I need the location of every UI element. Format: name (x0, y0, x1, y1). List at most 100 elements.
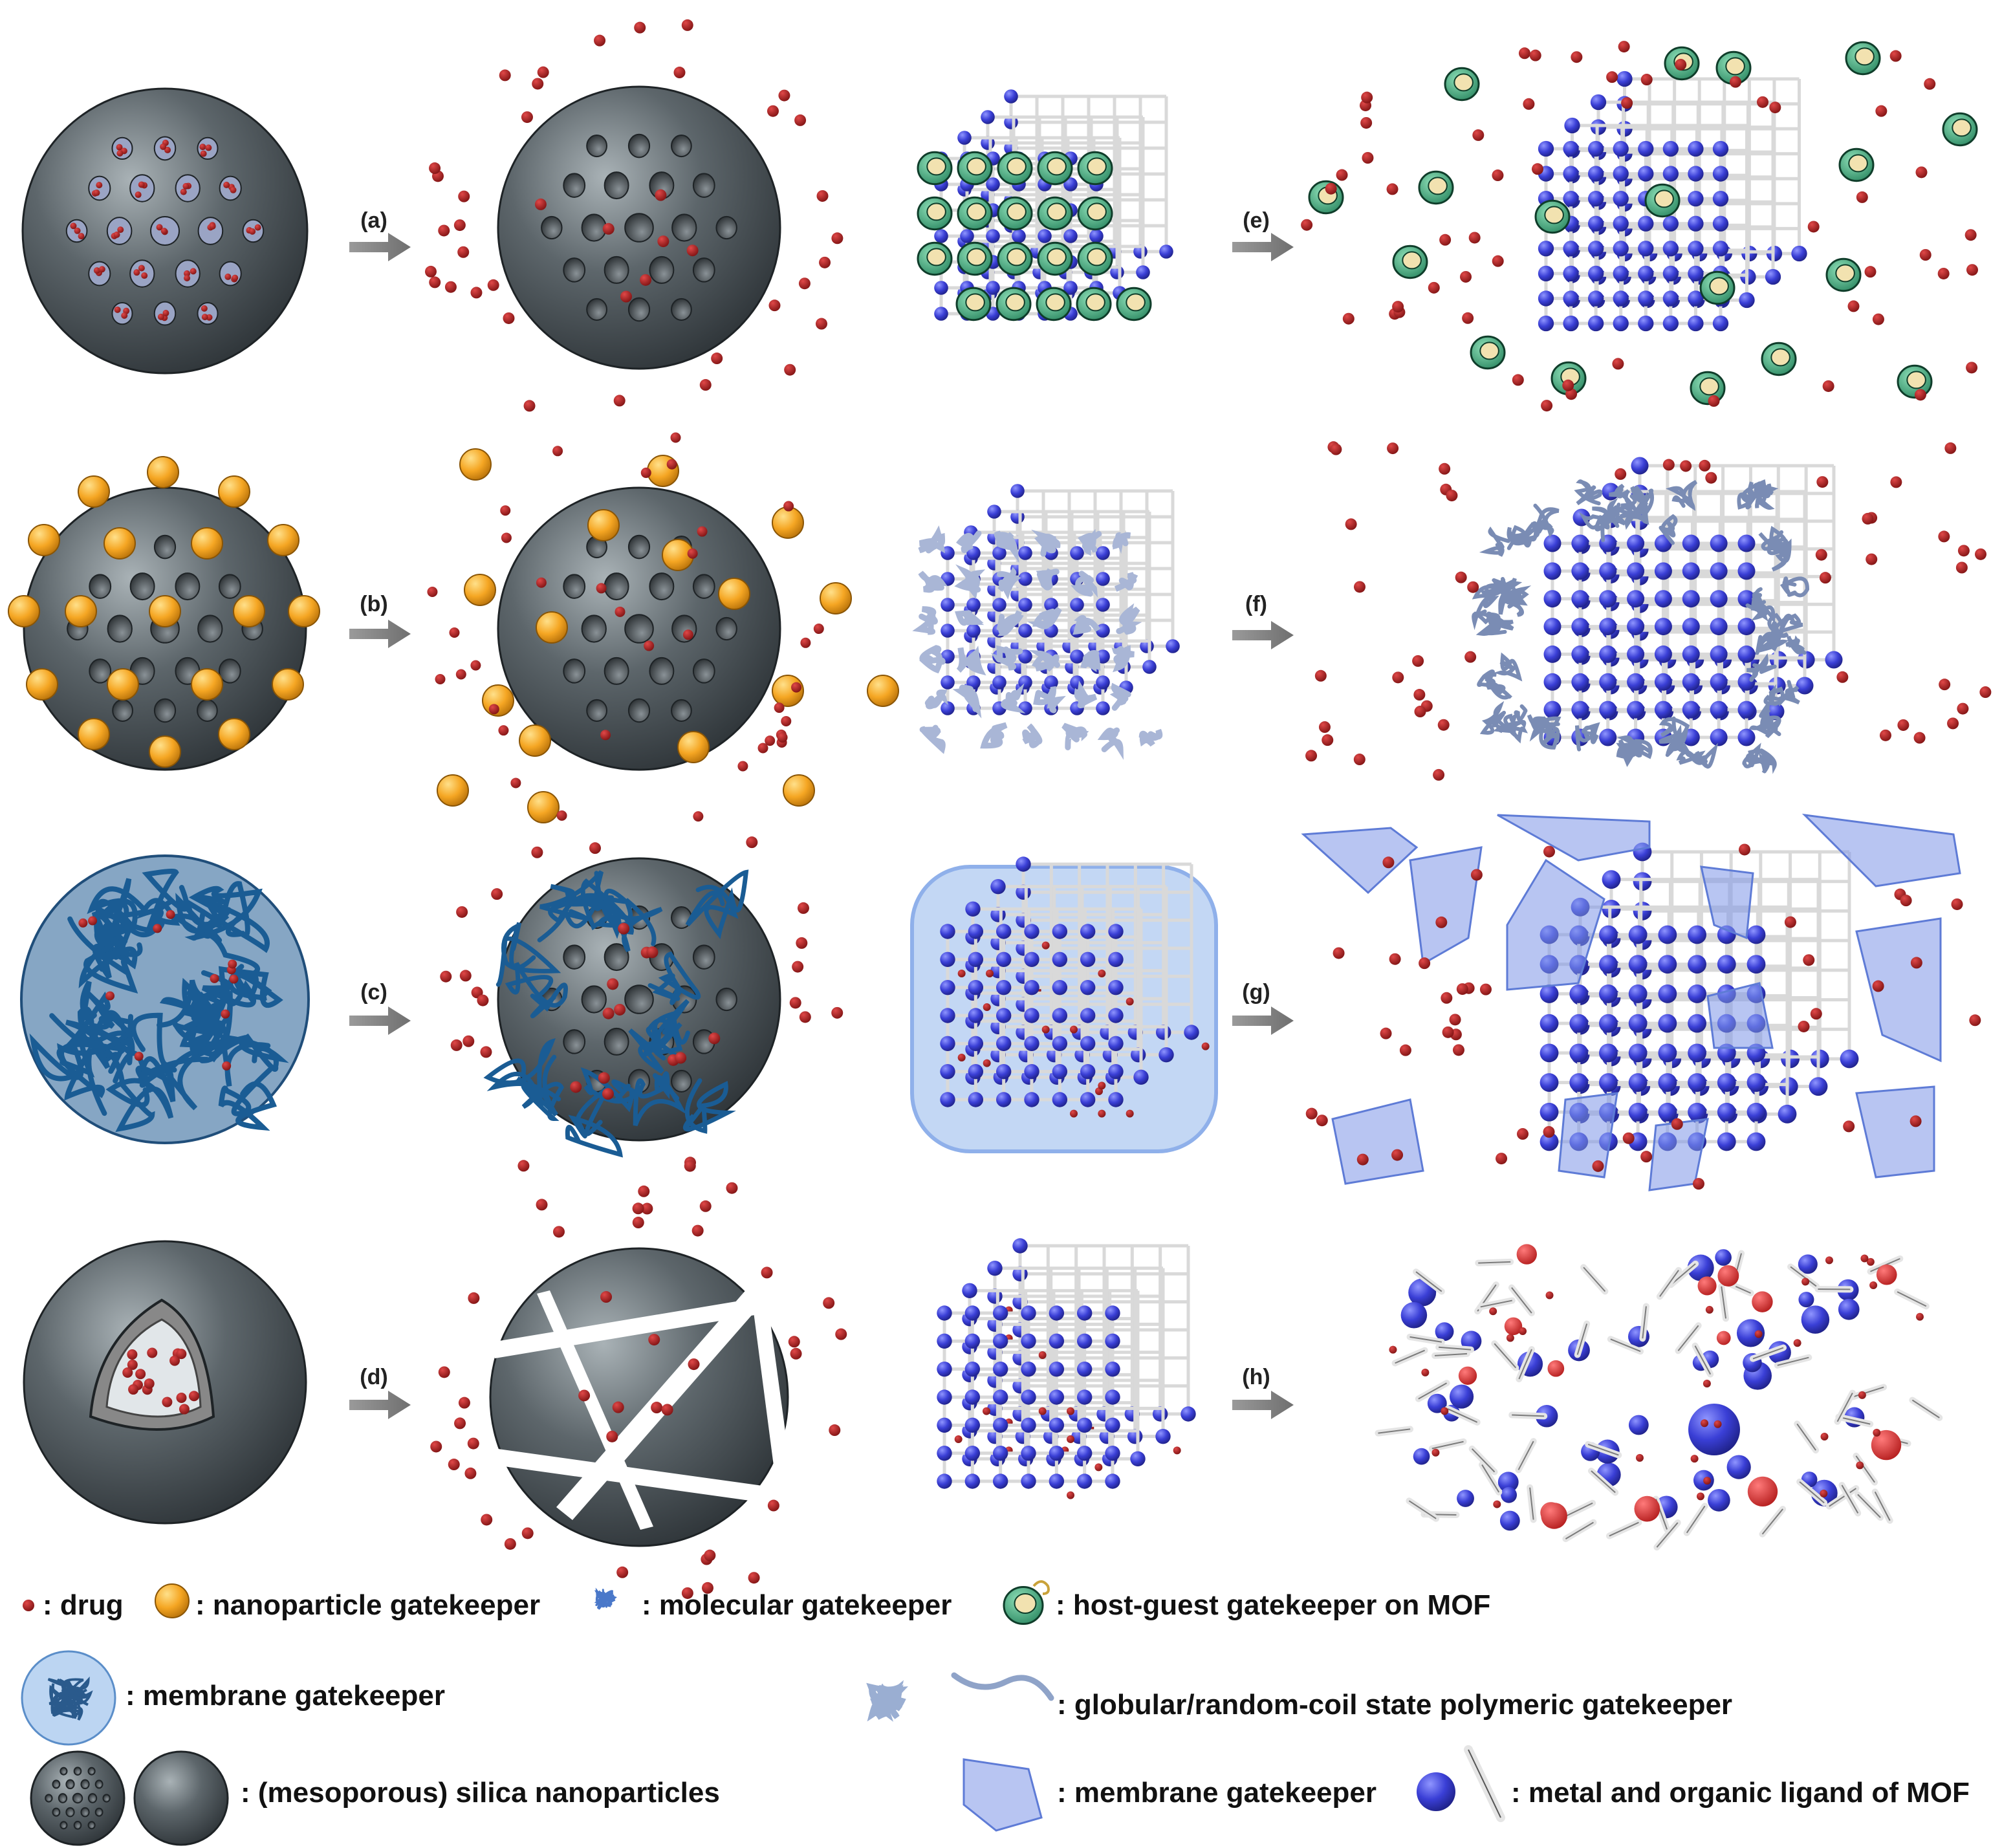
metal-node (1688, 1073, 1706, 1092)
drug-dot (1389, 953, 1401, 965)
metal-node (1181, 1406, 1196, 1422)
metal-node (1089, 229, 1104, 243)
polymer-chain (1109, 682, 1131, 711)
drug-dot (1592, 1160, 1604, 1172)
pore (715, 215, 737, 240)
metal-node (1710, 701, 1728, 719)
nanoparticle-gatekeeper (65, 595, 97, 627)
organic-ligand-edge (1481, 1464, 1500, 1493)
drug-dot (1914, 389, 1926, 401)
polymer-chain (1028, 649, 1060, 672)
polymer-chain (1613, 494, 1644, 522)
pore (107, 614, 133, 643)
drug-dot (424, 265, 437, 277)
drug-dot (98, 266, 105, 273)
drug-dot (1356, 1153, 1369, 1166)
row-b-silica-nanoparticle (8, 456, 320, 771)
polymer-chain (1616, 739, 1638, 767)
organic-ligand-edge (1415, 1271, 1442, 1292)
pore (627, 133, 651, 158)
polymer-chain (1116, 603, 1142, 635)
metal-node (965, 901, 981, 917)
drug-dot (448, 1459, 460, 1471)
metal-node (1052, 1063, 1068, 1080)
drug-dot (1671, 1118, 1683, 1130)
drug-dot (1635, 1453, 1644, 1462)
polymer-chain (996, 610, 1024, 636)
metal-node (1018, 624, 1032, 638)
metal-node (1710, 590, 1728, 608)
drug-dot (1714, 1420, 1722, 1428)
drug-dot (552, 1226, 565, 1238)
organic-ligand-edge (1478, 1261, 1511, 1264)
drug-dot (1342, 312, 1355, 325)
polymer-chain (1761, 715, 1781, 739)
metal-node (1712, 315, 1729, 332)
drug-dot (1964, 229, 1977, 241)
metal-node (1010, 484, 1025, 498)
membrane-fragment (1301, 827, 1419, 895)
metal-node (1018, 598, 1032, 612)
metal-node (940, 1063, 955, 1080)
metal-node (1016, 856, 1031, 872)
polymer-chain (1112, 532, 1131, 554)
polymer-chain (1494, 652, 1523, 682)
drug-dot (1439, 462, 1451, 475)
drug-dot (1703, 1379, 1711, 1387)
metal-node (1710, 562, 1728, 580)
drug-dot (536, 577, 547, 588)
polymer-chain (646, 999, 690, 1058)
polymer-chain (952, 684, 982, 719)
drug-dot (1692, 1178, 1704, 1190)
metal-node (1543, 562, 1561, 580)
metal-node (987, 1260, 1003, 1276)
metal-node (1070, 649, 1084, 664)
polymer-chain (1533, 503, 1560, 538)
nanoparticle-gatekeeper (437, 774, 469, 807)
metal-node (1044, 675, 1058, 690)
pore (692, 173, 715, 198)
host-cavity (1855, 47, 1875, 66)
drug-dot (503, 312, 515, 324)
metal-node (934, 307, 948, 321)
metal-node (1778, 1104, 1797, 1124)
metal-node (1021, 1473, 1036, 1489)
metal-node (1717, 955, 1736, 974)
drug-dot (1201, 1042, 1210, 1050)
metal-node (940, 924, 955, 939)
metal-node (1688, 1043, 1706, 1063)
metal-node (1746, 955, 1766, 974)
polymer-chain (516, 1054, 564, 1121)
metal-node (1682, 701, 1700, 719)
metal-node (1682, 562, 1700, 580)
drug-dot (1173, 1446, 1181, 1455)
drug-dot (121, 312, 128, 319)
metal-node (1024, 1063, 1039, 1080)
metal-node (996, 1036, 1012, 1052)
drug-dot (459, 970, 472, 982)
metal-node (1746, 1102, 1766, 1122)
drug-dot (711, 353, 723, 365)
polymer-chain (1779, 576, 1809, 598)
metal-node (1809, 1077, 1828, 1096)
drug-dot (1622, 1132, 1635, 1144)
drug-molecule (1541, 1503, 1567, 1529)
metal-node (1688, 1014, 1706, 1033)
organic-ligand-edge (1829, 1488, 1856, 1507)
metal-node (986, 229, 1000, 243)
host-cavity (1014, 1593, 1037, 1614)
drug-dot (954, 1435, 963, 1443)
drug-dot (455, 669, 466, 680)
metal-node (1052, 1092, 1068, 1107)
drug-dot (1435, 916, 1448, 928)
row-g-mof-membrane (910, 856, 1218, 1153)
drug-dot (778, 89, 790, 102)
metal-node (1563, 315, 1579, 332)
host-cavity (1087, 202, 1107, 221)
pore (60, 1766, 68, 1776)
pore (52, 1779, 61, 1789)
metal-node (1024, 924, 1039, 939)
metal-node (1538, 290, 1554, 307)
drug-dot (228, 959, 237, 969)
drug-dot (23, 1600, 34, 1611)
